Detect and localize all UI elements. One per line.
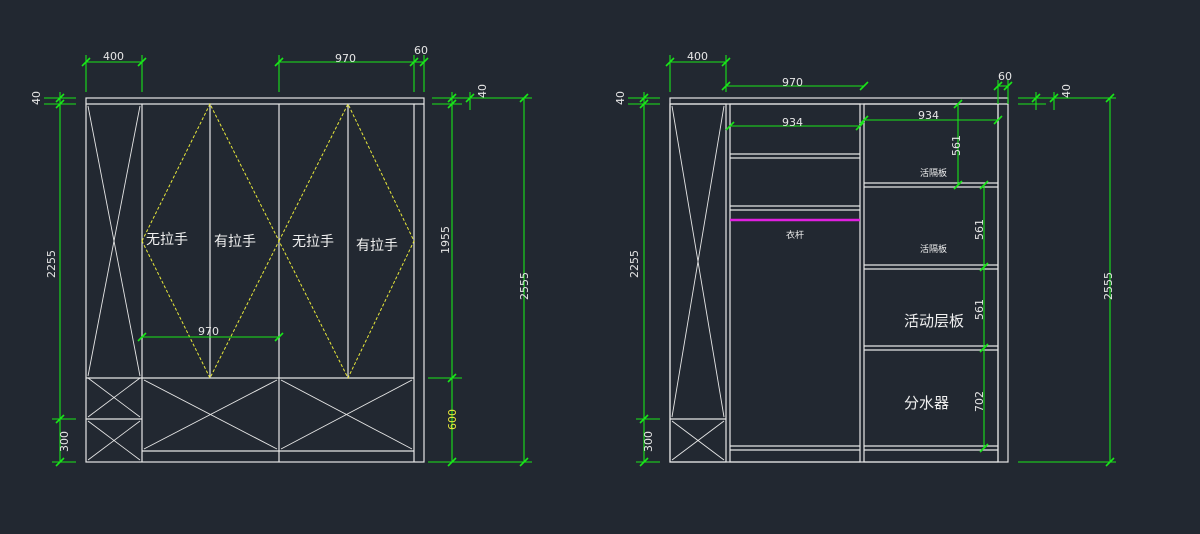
door-label-4: 有拉手	[356, 238, 398, 254]
interior-dim-702: 702	[973, 391, 986, 412]
interior-dim-2555: 2555	[1102, 272, 1115, 300]
interior-top-dims: 400 970 60 934 934	[665, 50, 1013, 131]
front-inner-dim: 970	[137, 325, 284, 342]
interior-left-cross-2	[671, 105, 725, 418]
front-dim-300: 300	[58, 431, 71, 452]
interior-dim-40-left: 40	[614, 91, 627, 105]
shelf-label-a: 活隔板	[920, 167, 947, 179]
front-dim-2255: 2255	[45, 250, 58, 278]
interior-dim-934-right: 934	[918, 109, 939, 122]
interior-dim-561-3: 561	[973, 299, 986, 320]
door-label-1: 无拉手	[146, 232, 188, 248]
interior-dim-561-1: 561	[950, 135, 963, 156]
front-drawer-cross-4	[280, 379, 413, 450]
water-distributor-label: 分水器	[904, 394, 949, 412]
front-dim-970-inner: 970	[198, 325, 219, 338]
interior-dim-561-2: 561	[973, 219, 986, 240]
front-left-cross-2	[87, 105, 141, 377]
front-dim-600: 600	[446, 409, 459, 430]
interior-elevation: 衣杆 活隔板 活隔板 活动层板 分水器 400 970	[614, 50, 1116, 467]
interior-dim-40-right: 40	[1060, 84, 1073, 98]
interior-dim-300: 300	[642, 431, 655, 452]
movable-shelf-label: 活动层板	[904, 312, 964, 330]
front-dim-400: 400	[103, 50, 124, 63]
interior-dim-970: 970	[782, 76, 803, 89]
interior-dim-400: 400	[687, 50, 708, 63]
front-dim-60: 60	[414, 44, 428, 57]
door-swing-diamond-2	[278, 102, 415, 380]
front-elevation: 无拉手 有拉手 无拉手 有拉手 400 970 60 40	[30, 44, 532, 467]
front-dim-40-left: 40	[30, 91, 43, 105]
front-left-cross-6	[87, 420, 141, 461]
front-left-dims: 40 2255 300	[30, 91, 76, 467]
door-label-2: 有拉手	[214, 234, 256, 250]
interior-right-dims: 40 2555	[1018, 84, 1116, 467]
interior-left-cross-4	[671, 420, 725, 461]
hanging-rod-label: 衣杆	[786, 229, 804, 241]
front-top-dims: 400 970 60	[81, 44, 429, 92]
front-dim-2555: 2555	[518, 272, 531, 300]
front-right-dims: 40 1955 600 2555	[428, 84, 532, 467]
interior-left-cabinet	[669, 103, 727, 463]
door-label-3: 无拉手	[292, 234, 334, 250]
shelf-label-b: 活隔板	[920, 243, 947, 255]
front-dim-40-right: 40	[476, 84, 489, 98]
front-dim-970-top: 970	[335, 52, 356, 65]
interior-hanging-bay	[729, 103, 861, 463]
front-left-cross-4	[87, 377, 141, 418]
interior-shelf-dims: 561 561 561 702	[950, 99, 989, 453]
interior-dim-2255: 2255	[628, 250, 641, 278]
front-outer-frame	[85, 97, 425, 463]
interior-dim-934-left: 934	[782, 116, 803, 129]
interior-dim-60: 60	[998, 70, 1012, 83]
front-drawer-cross-2	[143, 379, 278, 450]
interior-left-dims: 40 2255 300	[614, 91, 660, 467]
front-dim-1955: 1955	[439, 226, 452, 254]
